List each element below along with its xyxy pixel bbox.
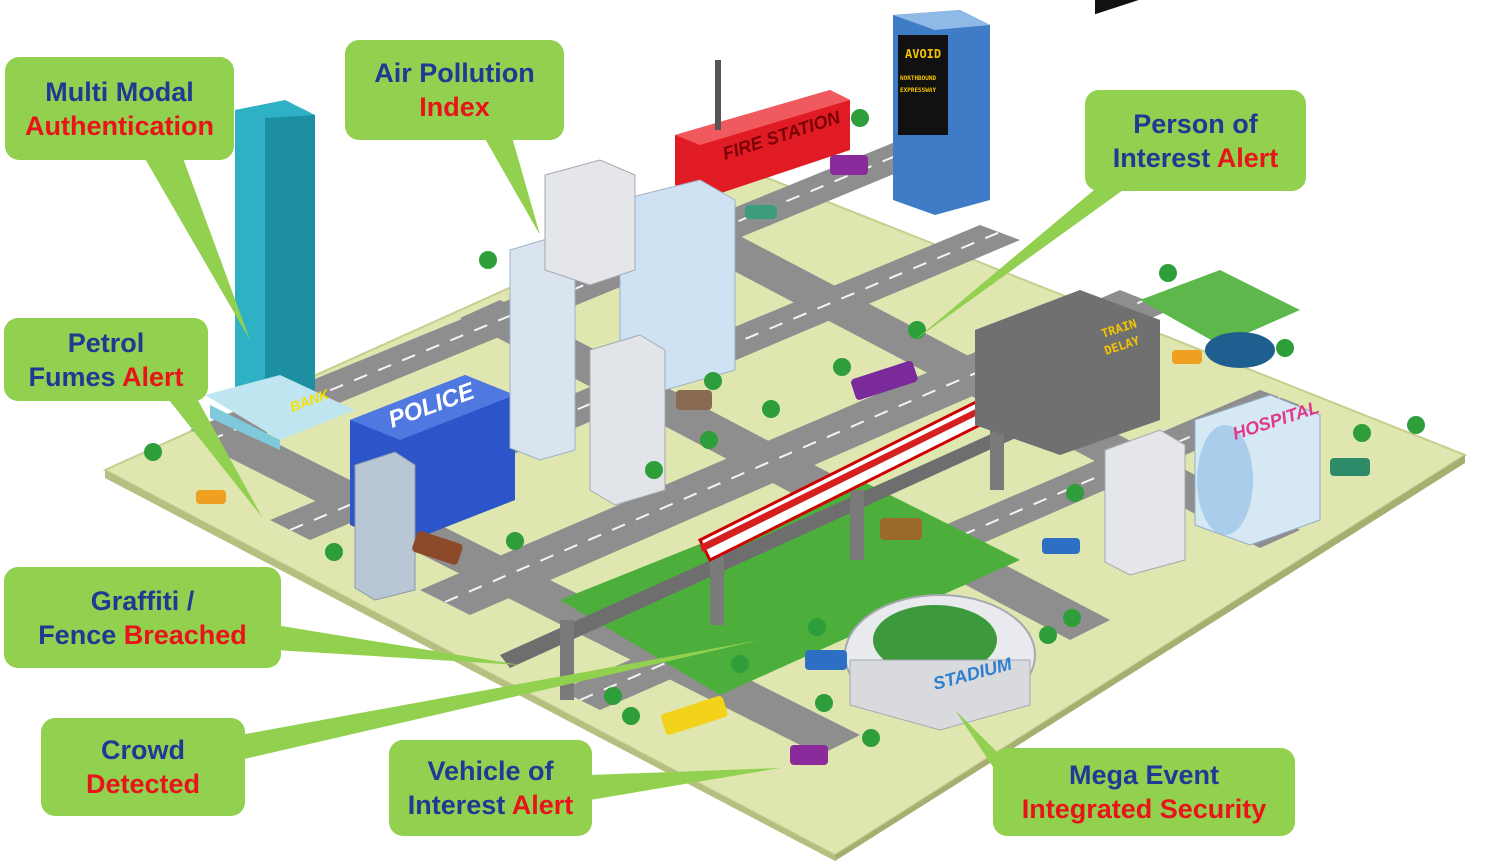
callout-petrol-subtitle: Fumes xyxy=(28,361,122,392)
callout-vehicle-of-interest: Vehicle of Interest Alert xyxy=(389,740,592,836)
callout-graffiti-alert: Breached xyxy=(123,619,247,650)
pond xyxy=(1205,332,1275,368)
callout-vehicle-line2: Interest Alert xyxy=(408,788,574,822)
fire-station: FIRE STATION xyxy=(675,60,850,200)
vehicles xyxy=(196,155,1370,765)
callout-crowd-detected: Crowd Detected xyxy=(41,718,245,816)
stadium: STADIUM xyxy=(844,594,1036,731)
trees xyxy=(144,109,1425,747)
callout-mega-event-title: Mega Event xyxy=(1068,760,1220,790)
callout-crowd-alert: Detected xyxy=(85,769,201,799)
callout-mega-event-alert: Integrated Security xyxy=(1021,794,1267,824)
callout-petrol-fumes-alert: Petrol Fumes Alert xyxy=(4,318,208,401)
callout-person-title: Person of xyxy=(1133,108,1258,139)
billboard-line-2: NORTHBOUND xyxy=(900,75,937,82)
callout-mega-event: Mega Event Integrated Security xyxy=(993,748,1295,836)
callout-crowd-title: Crowd xyxy=(101,735,185,765)
callout-vehicle-title: Vehicle of xyxy=(427,756,554,786)
callout-person-line2: Interest Alert xyxy=(1113,141,1279,175)
callout-multi-modal-alert: Authentication xyxy=(25,110,214,141)
bank-tower: BANK xyxy=(205,100,355,450)
callout-multi-modal-authentication: Multi Modal Authentication xyxy=(5,57,234,160)
callout-vehicle-subtitle: Interest xyxy=(407,790,512,820)
hospital: HOSPITAL xyxy=(1194,394,1322,546)
billboard-line-1: AVOID xyxy=(905,47,941,61)
callout-air-pollution-title: Air Pollution xyxy=(374,58,535,88)
callout-person-alert: Alert xyxy=(1216,142,1279,173)
callout-petrol-title: Petrol xyxy=(67,327,145,358)
callout-person-of-interest: Person of Interest Alert xyxy=(1085,90,1306,191)
callout-pointers xyxy=(140,130,1130,800)
hospital-park xyxy=(1140,270,1300,345)
train-delay-screen xyxy=(1095,0,1150,15)
callout-graffiti-line2: Fence Breached xyxy=(38,618,247,652)
callout-vehicle-alert: Alert xyxy=(511,790,574,820)
callout-petrol-alert: Alert xyxy=(122,361,184,392)
callout-person-subtitle: Interest xyxy=(1112,142,1217,173)
callout-graffiti-title: Graffiti / xyxy=(90,585,195,616)
callout-graffiti-fence-breached: Graffiti / Fence Breached xyxy=(4,567,281,668)
office-buildings: TRAIN DELAY xyxy=(354,0,1186,601)
billboard-line-3: EXPRESSWAY xyxy=(900,87,937,94)
callout-petrol-line2: Fumes Alert xyxy=(28,360,183,394)
callout-air-pollution-alert: Index xyxy=(419,92,490,122)
billboard-screen xyxy=(898,35,948,135)
billboard-tower: AVOID NORTHBOUND EXPRESSWAY xyxy=(893,10,990,215)
callout-graffiti-subtitle: Fence xyxy=(38,619,124,650)
callout-multi-modal-title: Multi Modal xyxy=(45,76,194,107)
callout-air-pollution-index: Air Pollution Index xyxy=(345,40,564,140)
